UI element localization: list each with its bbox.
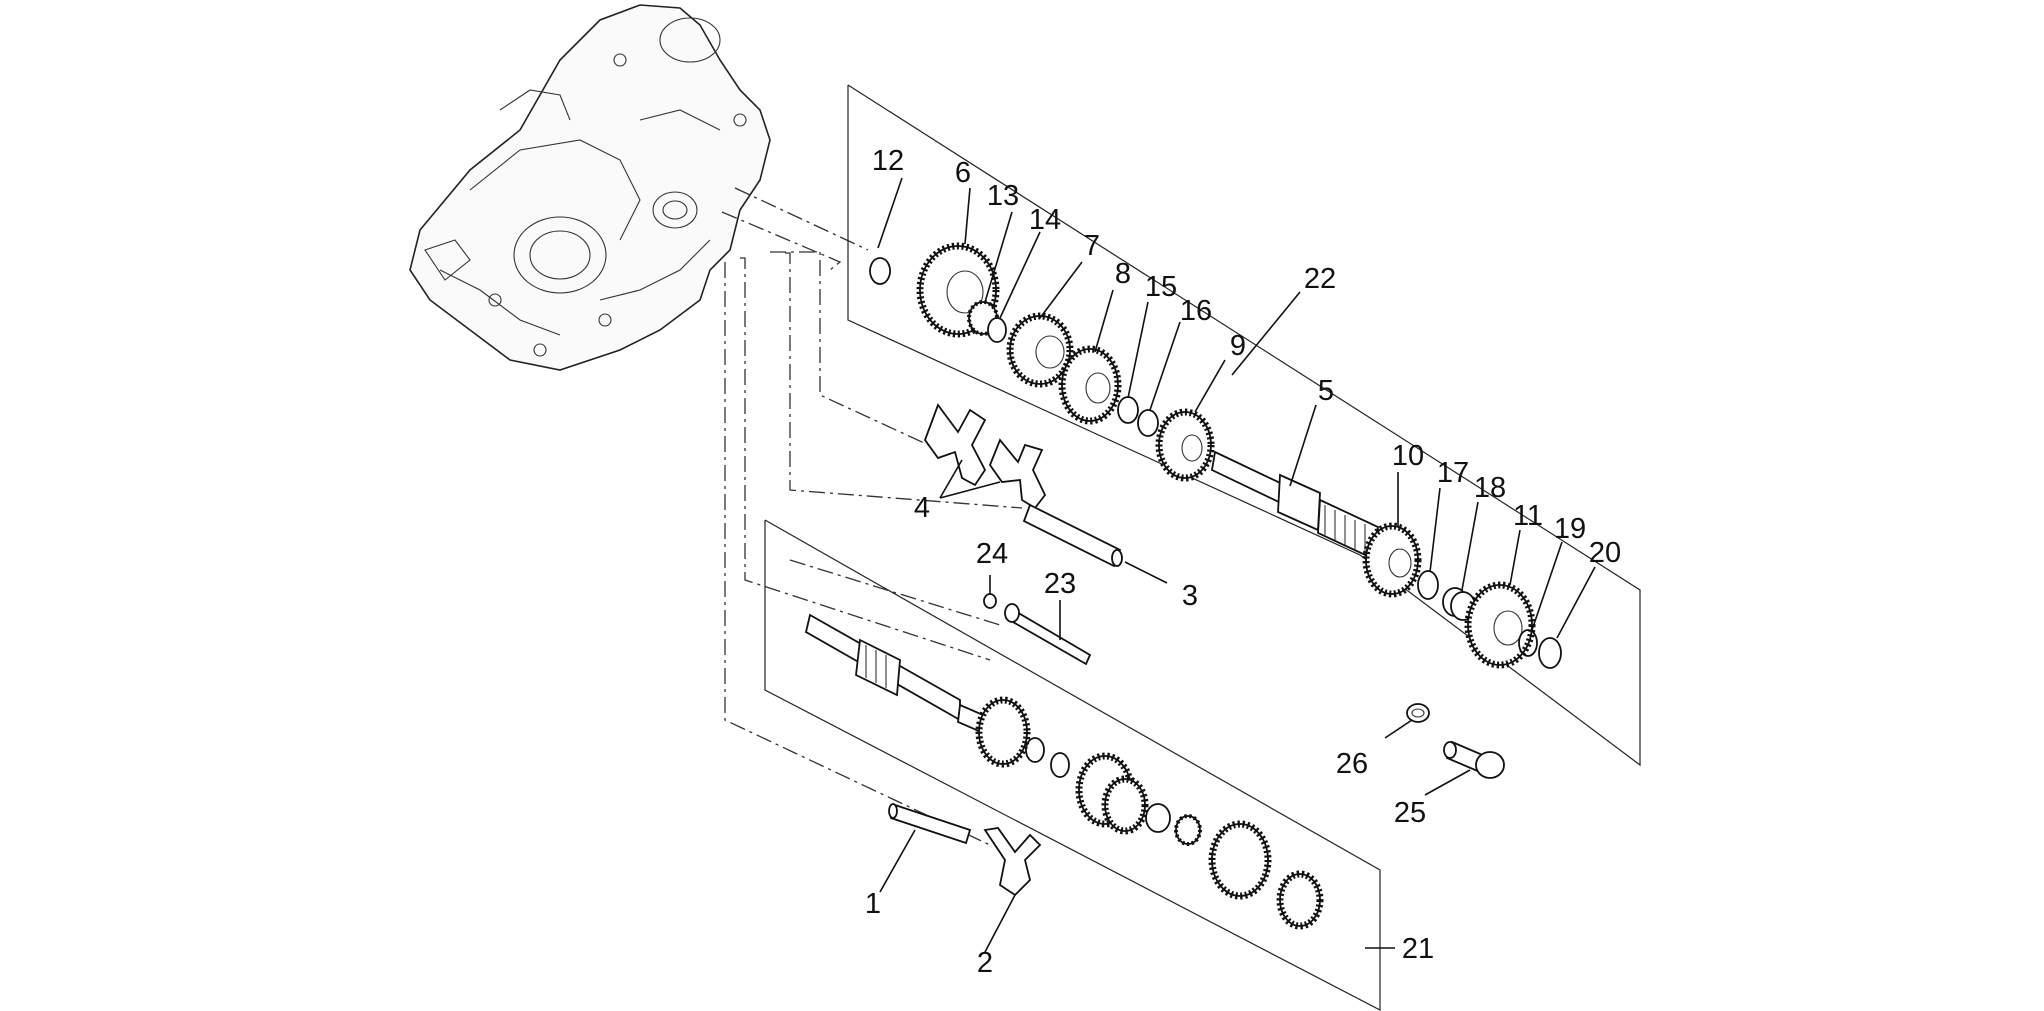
callout-1: 1	[865, 888, 881, 920]
output-shaft-5	[1211, 450, 1379, 562]
main-shaft-parts	[804, 613, 1324, 930]
callout-5: 5	[1318, 375, 1334, 407]
callout-23: 23	[1044, 568, 1076, 600]
callout-14: 14	[1029, 204, 1061, 236]
callout-24: 24	[976, 538, 1008, 570]
fork-shaft-3	[1022, 503, 1123, 568]
callout-25: 25	[1394, 797, 1426, 829]
callout-22: 22	[1304, 263, 1336, 295]
callout-4: 4	[914, 492, 930, 524]
callout-3: 3	[1182, 580, 1198, 612]
output-shaft-parts	[869, 242, 1562, 669]
callout-15: 15	[1145, 271, 1177, 303]
shift-fork-2	[983, 827, 1042, 897]
alignment-lines	[721, 187, 1023, 846]
callout-11: 11	[1513, 500, 1543, 532]
callout-18: 18	[1474, 472, 1506, 504]
callout-16: 16	[1180, 295, 1212, 327]
group-frame-21	[764, 519, 1381, 1011]
callout-12: 12	[872, 145, 904, 177]
callout-6: 6	[955, 157, 971, 189]
callout-10: 10	[1392, 440, 1424, 472]
bolt-25	[1443, 740, 1505, 779]
callout-19: 19	[1554, 513, 1586, 545]
callout-labels: 12 6 13 14 7 8 15 16 9 22 5 10 17 18 11 …	[865, 145, 1621, 979]
washer-26	[1406, 703, 1430, 723]
callout-21: 21	[1402, 933, 1434, 965]
callout-2: 2	[977, 947, 993, 979]
fork-shaft-1	[888, 803, 972, 845]
crankcase-half	[409, 4, 771, 371]
leader-lines	[877, 177, 1596, 953]
callout-8: 8	[1115, 258, 1131, 290]
callout-20: 20	[1589, 537, 1621, 569]
callout-17: 17	[1437, 457, 1469, 489]
shift-forks-4	[923, 403, 1047, 510]
callout-13: 13	[987, 180, 1019, 212]
callout-26: 26	[1336, 748, 1368, 780]
callout-7: 7	[1084, 230, 1100, 262]
callout-9: 9	[1230, 330, 1246, 362]
